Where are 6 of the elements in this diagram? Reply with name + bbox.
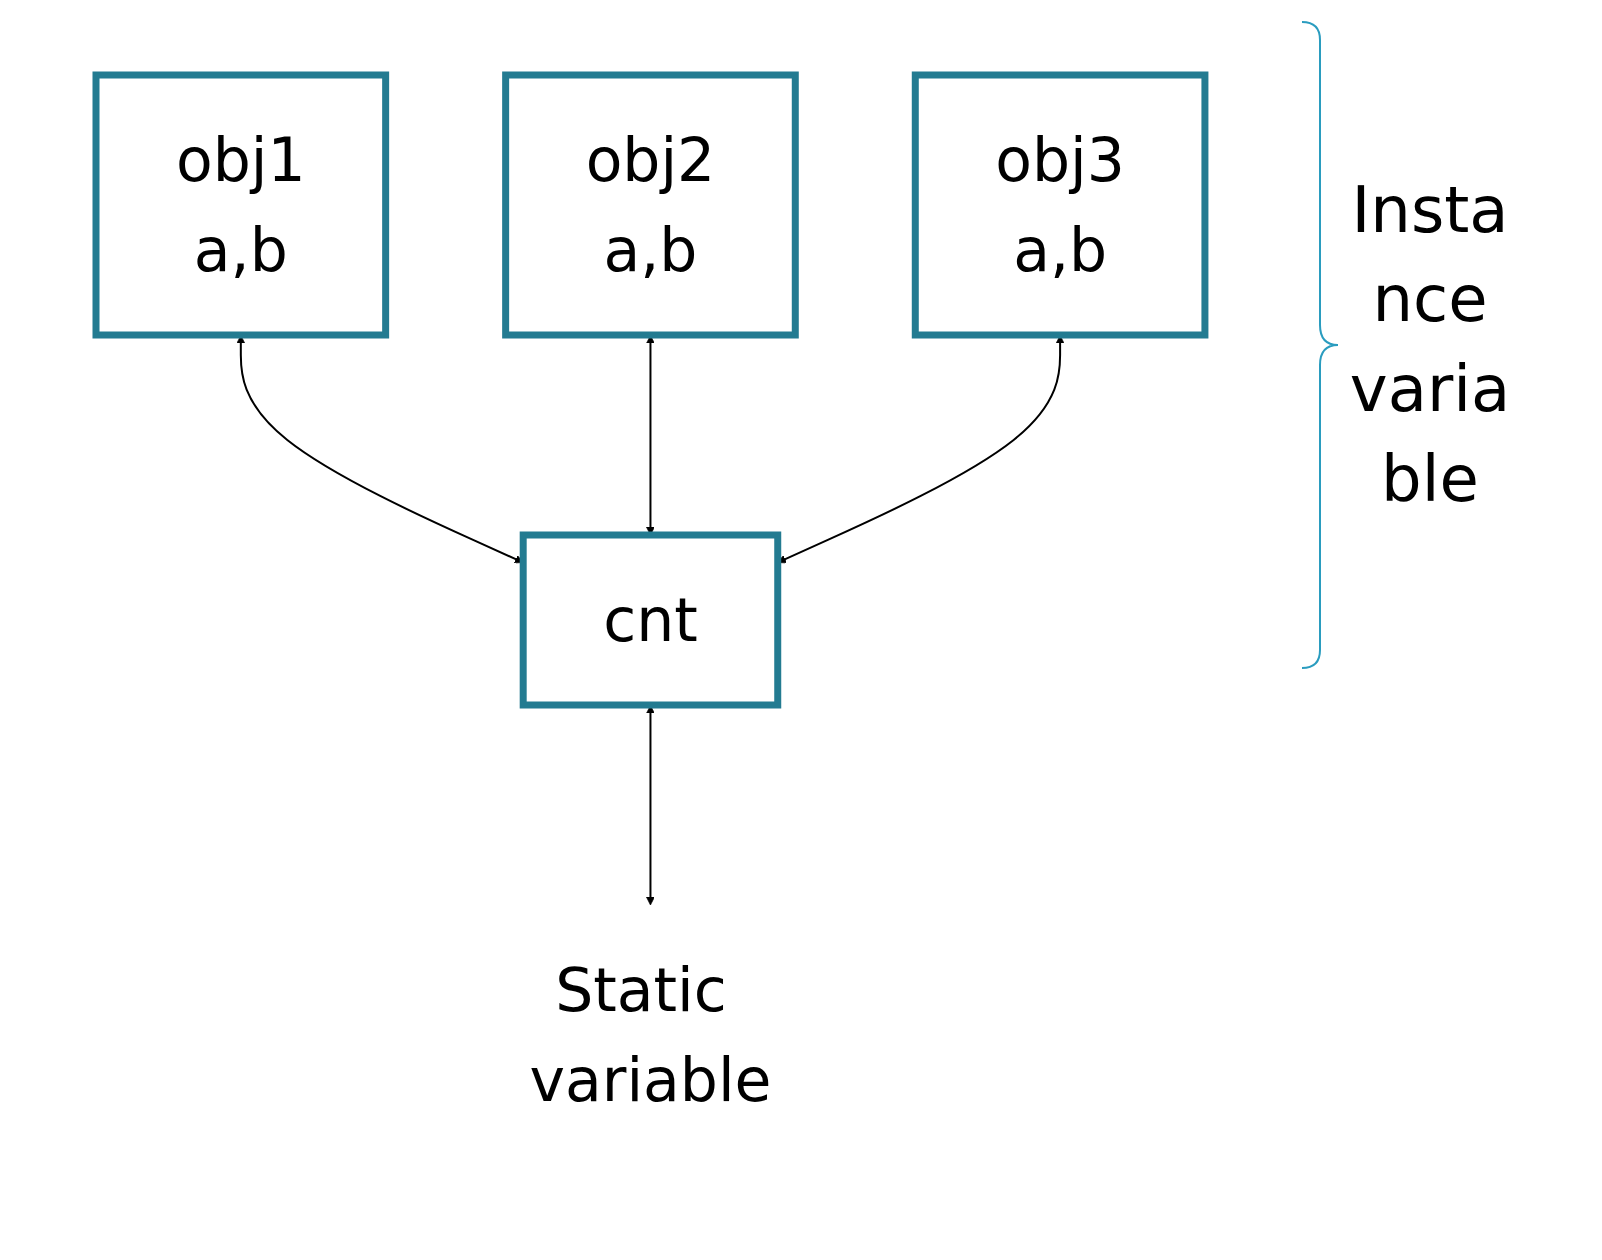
node-box: obj2 a,b (501, 71, 799, 339)
side-label: Insta nce varia ble (1348, 171, 1512, 518)
node-box: cnt (519, 531, 781, 709)
node-text: Static variable (528, 955, 772, 1115)
node-box: obj3 a,b (911, 71, 1208, 339)
node-box: obj1 a,b (92, 71, 389, 339)
